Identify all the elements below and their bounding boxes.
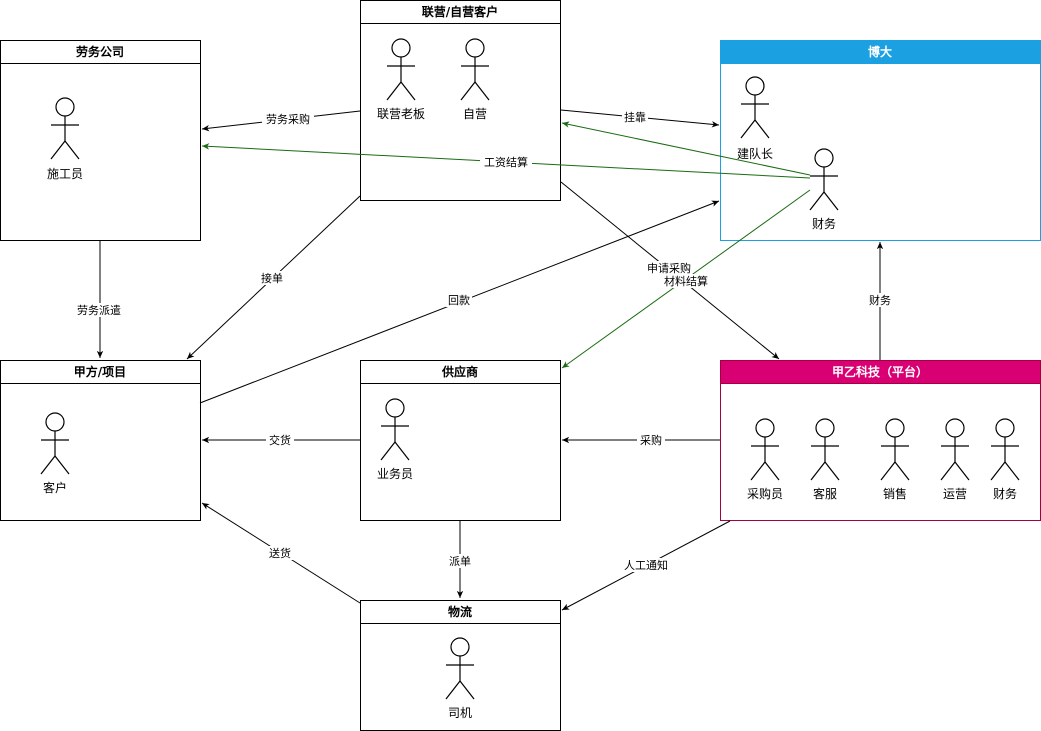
actor-label-buyer: 采购员 xyxy=(747,486,783,501)
edge-label-affiliate: 挂靠 xyxy=(624,110,646,124)
box-jiayi-title: 甲乙科技（平台） xyxy=(832,364,928,379)
edge-label-labor-dispatch: 劳务派遣 xyxy=(77,303,121,317)
edge-label-material-settlement: 材料结算 xyxy=(664,274,708,288)
box-jiayi-platform[interactable]: 甲乙科技（平台） 采购员 客服 销售 运营 财务 xyxy=(720,360,1041,521)
actor-label-salesperson: 业务员 xyxy=(377,466,413,481)
actor-label-platform-finance: 财务 xyxy=(993,486,1017,501)
actor-label-driver: 司机 xyxy=(448,706,472,720)
edge-label-manual-notice: 人工通知 xyxy=(624,558,668,572)
actor-label-worker: 施工员 xyxy=(47,167,83,181)
box-client-title: 甲方/项目 xyxy=(74,364,126,379)
edge-label-dispatch: 派单 xyxy=(449,555,471,568)
actor-label-operations: 运营 xyxy=(943,487,967,501)
edge-label-delivery: 交货 xyxy=(269,433,291,447)
box-logistics[interactable]: 物流 司机 xyxy=(360,600,561,731)
box-labor-company[interactable]: 劳务公司 施工员 xyxy=(0,40,201,241)
edge-label-purchase: 采购 xyxy=(640,433,662,447)
edge-finance-to-franchise xyxy=(561,121,811,176)
actor-label-franchise-boss: 联营老板 xyxy=(377,107,425,121)
box-supplier-title: 供应商 xyxy=(441,364,478,379)
actor-label-sales: 销售 xyxy=(883,486,907,501)
edge-label-wage-settlement: 工资结算 xyxy=(484,155,528,169)
edge-label-take-order: 接单 xyxy=(261,272,283,285)
actor-label-self-operated: 自营 xyxy=(463,107,487,121)
box-logistics-title: 物流 xyxy=(448,604,472,619)
actor-label-team-leader: 建队长 xyxy=(737,146,773,161)
box-franchise-clients[interactable]: 联营/自营客户 联营老板 自营 xyxy=(360,0,561,201)
box-boda-title: 博大 xyxy=(868,44,892,59)
actor-label-customer-service: 客服 xyxy=(813,486,837,501)
edge-label-labor-purchase: 劳务采购 xyxy=(266,112,310,126)
actor-label-boda-finance: 财务 xyxy=(812,216,836,231)
edge-label-apply-purchase: 申请采购 xyxy=(647,261,691,275)
box-labor-company-title: 劳务公司 xyxy=(76,44,124,59)
box-supplier[interactable]: 供应商 业务员 xyxy=(360,360,561,521)
edge-label-ship: 送货 xyxy=(269,546,291,560)
box-boda[interactable]: 博大 建队长 财务 xyxy=(720,40,1041,241)
edge-label-finance: 财务 xyxy=(869,293,891,307)
box-client-project[interactable]: 甲方/项目 客户 xyxy=(0,360,201,521)
actor-label-customer: 客户 xyxy=(43,480,67,495)
box-franchise-title: 联营/自营客户 xyxy=(422,4,498,19)
edge-label-payment-return: 回款 xyxy=(448,293,470,307)
